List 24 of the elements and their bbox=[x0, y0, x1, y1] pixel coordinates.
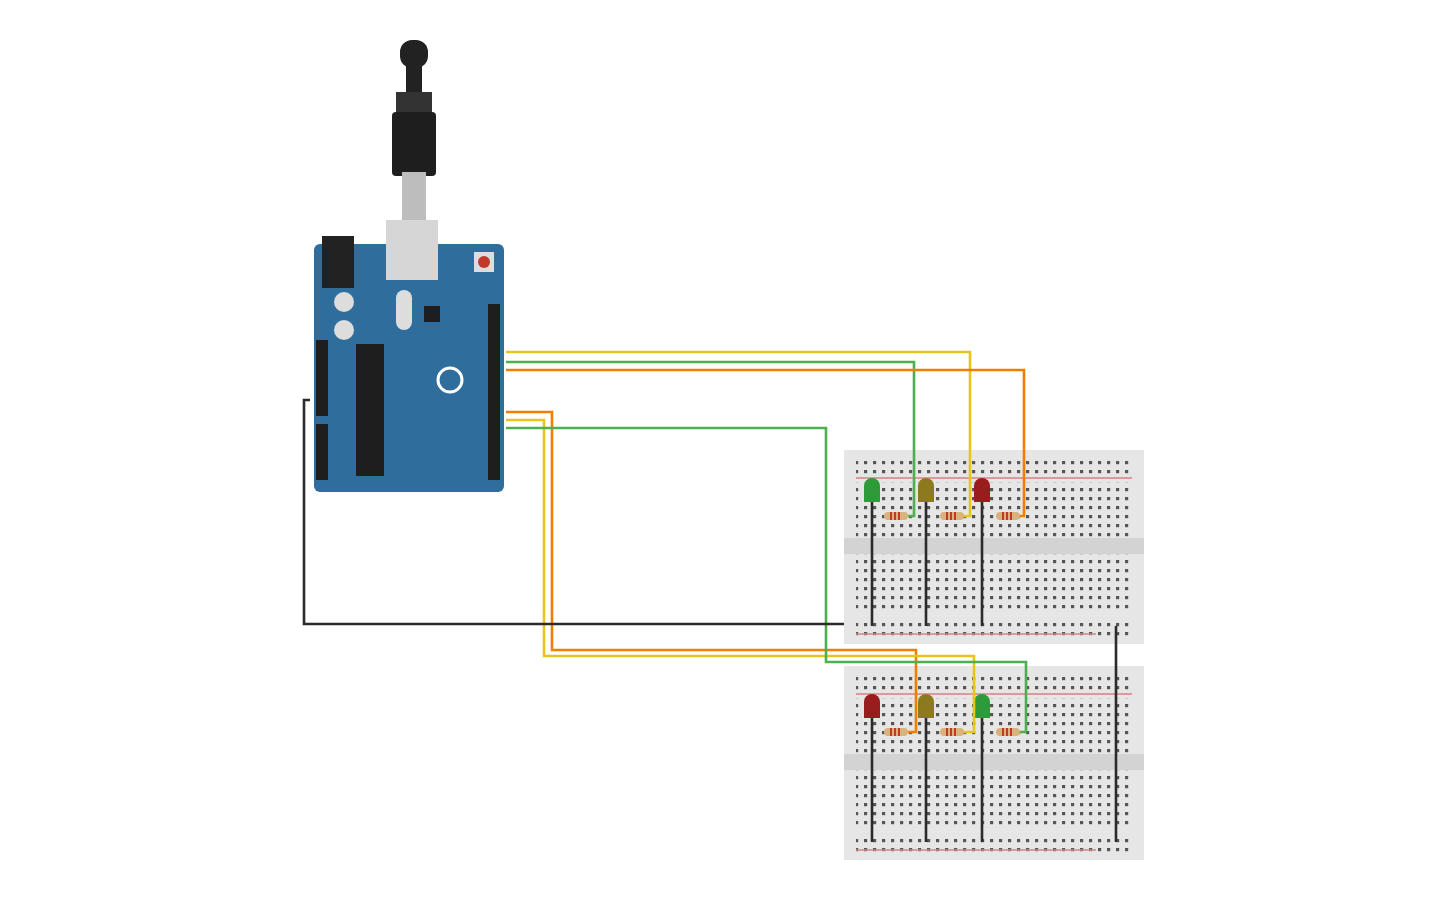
wire bbox=[506, 360, 916, 518]
resistor bbox=[940, 510, 964, 522]
wire bbox=[302, 398, 844, 626]
wire bbox=[924, 718, 928, 844]
resistor bbox=[996, 510, 1020, 522]
wire bbox=[980, 502, 984, 628]
led bbox=[974, 478, 990, 502]
wire bbox=[1114, 624, 1118, 844]
wire bbox=[870, 502, 874, 628]
resistor bbox=[884, 510, 908, 522]
resistor bbox=[940, 726, 964, 738]
wire bbox=[870, 718, 874, 844]
led bbox=[864, 478, 880, 502]
led bbox=[918, 694, 934, 718]
led bbox=[864, 694, 880, 718]
wire bbox=[980, 718, 984, 844]
wire bbox=[506, 368, 1026, 518]
resistor bbox=[884, 726, 908, 738]
wire bbox=[506, 350, 972, 518]
breadboard bbox=[844, 666, 1144, 860]
wire bbox=[924, 502, 928, 628]
led bbox=[918, 478, 934, 502]
resistor bbox=[996, 726, 1020, 738]
breadboard bbox=[844, 450, 1144, 644]
